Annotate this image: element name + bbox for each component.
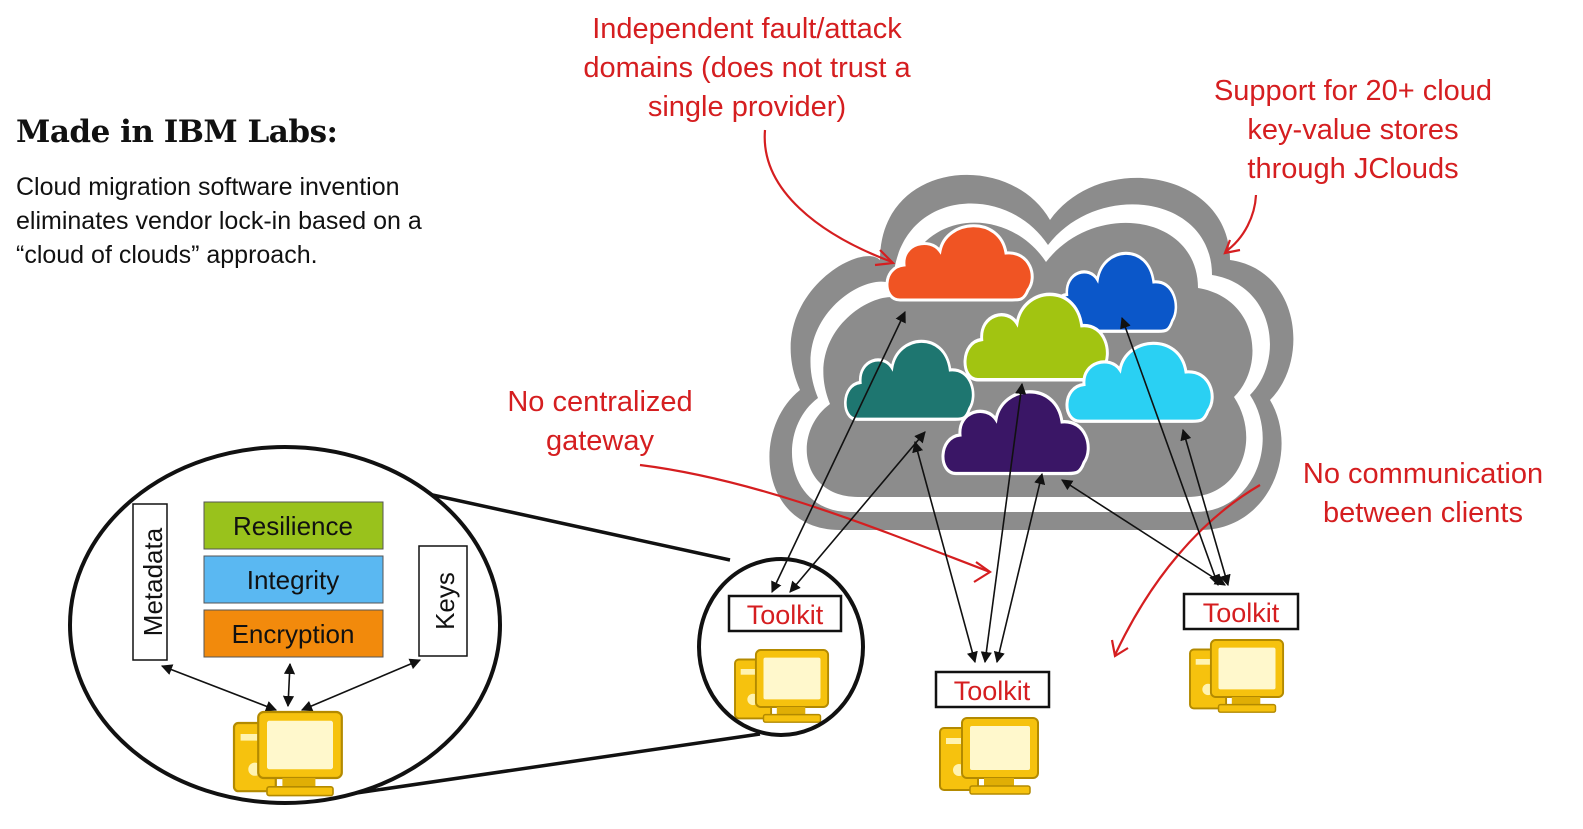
annotation-line: Support for 20+ cloud [1213,75,1493,107]
toolkit-label: Toolkit [954,676,1031,706]
toolkit-label: Toolkit [747,600,824,630]
annotation-line: Independent fault/attack [592,13,902,45]
resilience-label: Resilience [233,511,353,541]
annotation-line: No centralized [507,386,693,418]
annotation-jclouds: Support for 20+ cloud key-value stores t… [1170,72,1536,189]
annotation-no-communication: No communication between clients [1278,455,1568,533]
annotation-line: domains (does not trust a [583,52,911,84]
annotation-no-gateway: No centralized gateway [482,383,718,461]
resilience-layer: Resilience [203,501,384,550]
keys-label: Keys [430,572,460,630]
toolkit-box: Toolkit [1182,592,1300,631]
metadata-label: Metadata [138,527,168,636]
detail-arrows [160,658,422,712]
integrity-label: Integrity [247,565,340,595]
integrity-layer: Integrity [203,555,384,604]
keys-box: Keys [418,545,468,657]
annotation-line: single provider) [647,91,847,123]
encryption-layer: Encryption [203,609,384,658]
computer-icon [734,649,830,724]
toolkit-label: Toolkit [1203,598,1280,628]
computer-icon [1189,639,1285,714]
annotation-line: gateway [545,425,654,457]
annotation-line: through JClouds [1247,153,1459,185]
annotation-fault-domains: Independent fault/attack domains (does n… [542,10,952,127]
annotation-line: No communication [1302,458,1544,490]
computer-icon [939,717,1039,795]
description-line: “cloud of clouds” approach. [16,241,318,269]
zoom-source-circle [697,557,865,737]
encryption-label: Encryption [232,619,355,649]
description-line: Cloud migration software invention [16,173,400,201]
metadata-box: Metadata [132,503,168,661]
description-line: eliminates vendor lock-in based on a [16,207,422,235]
description: Cloud migration software invention elimi… [16,170,536,272]
annotation-line: key-value stores [1247,114,1459,146]
annotation-line: between clients [1323,497,1523,529]
toolkit-box: Toolkit [727,594,843,633]
page-title: Made in IBM Labs: [16,114,338,150]
zoom-line [335,732,761,798]
toolkit-box: Toolkit [934,670,1051,709]
